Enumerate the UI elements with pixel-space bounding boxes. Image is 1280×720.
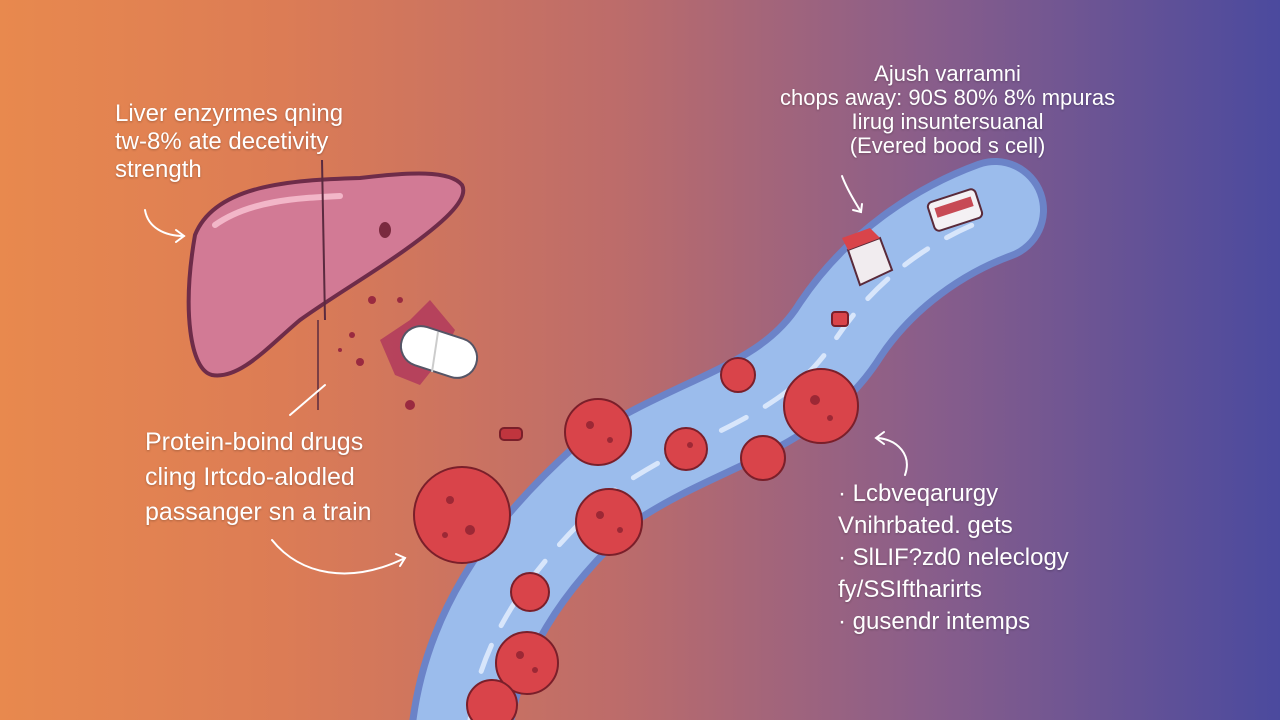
- arrow-icon: [271, 539, 406, 575]
- liver-caption: Liver enzyrmes qning tw-8% ate decetivit…: [115, 100, 343, 184]
- protein-caption: Protein-boind drugs cling Irtcdo-alodled…: [145, 425, 372, 530]
- bullet-list-caption: · Lcbveqarurgy Vnihrbated. gets · SlLIF?…: [838, 478, 1069, 638]
- liver-caption-line: Liver enzyrmes qning: [115, 100, 344, 127]
- arrow-icon: [841, 175, 862, 213]
- bullet-list-item: · Lcbveqarurgy: [838, 480, 999, 507]
- top-right-caption-line: Iirug insuntersuanal: [851, 109, 1044, 134]
- bullet-list-item: · gusendr intemps: [838, 608, 1031, 635]
- top-right-caption-line: (Evered bood s cell): [849, 133, 1046, 158]
- bullet-list-item: fy/SSIftharirts: [838, 576, 983, 603]
- red-blood-cell: [740, 435, 786, 481]
- blood-vessel: [409, 158, 1047, 720]
- red-blood-cell: [510, 572, 550, 612]
- red-blood-cell: [575, 488, 643, 556]
- protein-caption-line: passanger sn a train: [145, 498, 372, 526]
- bullet-list-item: Vnihrbated. gets: [838, 512, 1013, 539]
- red-blood-cell: [413, 466, 511, 564]
- liver-caption-line: strength: [115, 156, 202, 183]
- arrow-icon: [175, 229, 186, 243]
- protein-caption-line: cling Irtcdo-alodled: [145, 463, 355, 491]
- arrow-icon: [877, 437, 908, 476]
- red-blood-cell: [664, 427, 708, 471]
- red-blood-cell: [495, 631, 559, 695]
- arrow-icon: [852, 203, 863, 214]
- arrow-icons: [144, 175, 908, 575]
- arrow-icon: [874, 431, 885, 445]
- liver-caption-line: tw-8% ate decetivity: [115, 128, 329, 155]
- red-blood-cells: [413, 311, 859, 720]
- liver-illustration: [186, 159, 466, 410]
- top-right-caption-line: Ajush varramni: [874, 61, 1021, 86]
- red-blood-cell: [466, 679, 518, 720]
- red-blood-cell: [831, 311, 849, 327]
- red-blood-cell: [499, 427, 523, 441]
- top-right-caption-line: chops away: 90S 80% 8% mpuras: [780, 85, 1116, 110]
- red-blood-cell: [564, 398, 632, 466]
- red-blood-cell: [783, 368, 859, 444]
- top-right-caption: Ajush varramni chops away: 90S 80% 8% mp…: [780, 62, 1115, 158]
- capsule-pill: [338, 296, 479, 410]
- bullet-list-item: · SlLIF?zd0 neleclogy: [838, 544, 1069, 571]
- arrow-icon: [289, 384, 326, 416]
- arrow-icon: [395, 553, 407, 567]
- transport-vehicle: [842, 188, 984, 287]
- red-blood-cell: [720, 357, 756, 393]
- protein-caption-line: Protein-boind drugs: [145, 428, 364, 456]
- arrow-icon: [144, 209, 185, 237]
